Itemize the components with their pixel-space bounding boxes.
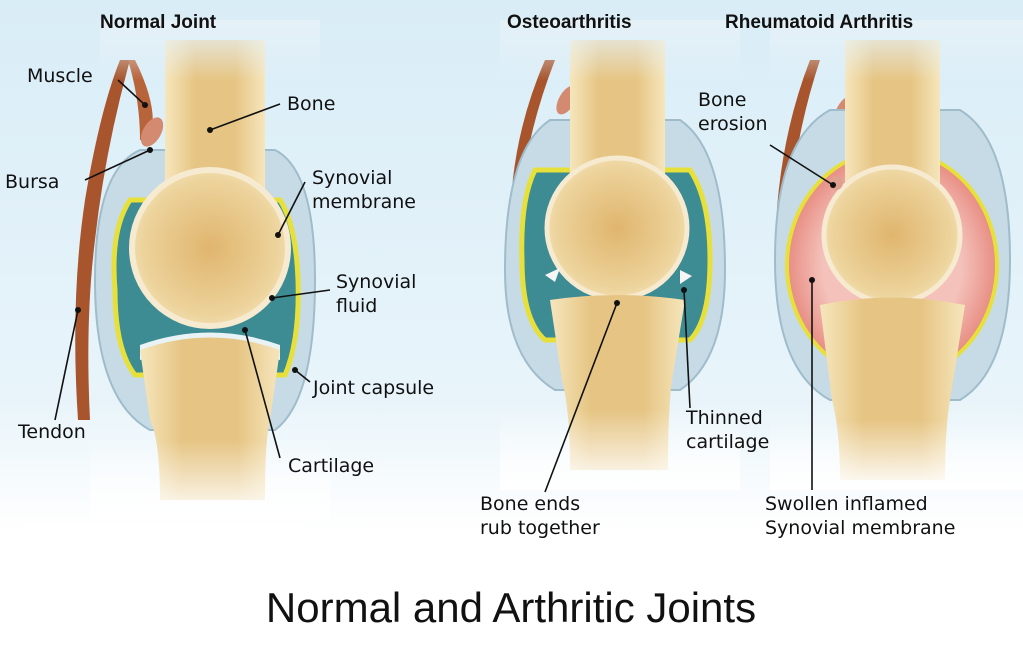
heading-normal-joint: Normal Joint: [100, 12, 217, 33]
label-synovial-membrane-2: membrane: [312, 191, 416, 213]
label-bone: Bone: [287, 93, 335, 115]
rheumatoid-illustration: [770, 20, 1023, 490]
label-synovial-membrane-1: Synovial: [312, 167, 392, 189]
label-thinned-cartilage-1: Thinned: [685, 407, 763, 429]
blank-label-area: [22, 525, 307, 560]
muscle: [75, 60, 130, 420]
label-synovial-fluid-1: Synovial: [336, 271, 416, 293]
label-synovial-fluid-2: fluid: [336, 295, 377, 317]
label-thinned-cartilage-2: cartilage: [686, 431, 769, 453]
osteoarthritis-illustration: [500, 20, 740, 490]
label-bone-erosion-2: erosion: [698, 113, 768, 135]
label-swollen-membrane-1: Swollen inflamed: [765, 493, 928, 515]
label-swollen-membrane-2: Synovial membrane: [765, 517, 955, 539]
label-joint-capsule: Joint capsule: [312, 377, 434, 399]
leader-lines: [54, 79, 836, 493]
bursa: [140, 117, 164, 147]
label-bone-ends-2: rub together: [480, 517, 600, 539]
heading-rheumatoid-arthritis: Rheumatoid Arthritis: [725, 12, 913, 33]
normal-joint-illustration: [75, 20, 330, 520]
label-bone-erosion-1: Bone: [698, 89, 746, 111]
label-cartilage: Cartilage: [288, 455, 374, 477]
heading-osteoarthritis: Osteoarthritis: [507, 12, 632, 33]
bone-head-upper: [129, 167, 291, 329]
label-bursa: Bursa: [5, 171, 59, 193]
label-bone-ends-1: Bone ends: [480, 493, 580, 515]
main-title: Normal and Arthritic Joints: [266, 584, 756, 631]
label-tendon: Tendon: [17, 421, 86, 443]
label-muscle: Muscle: [27, 65, 93, 87]
